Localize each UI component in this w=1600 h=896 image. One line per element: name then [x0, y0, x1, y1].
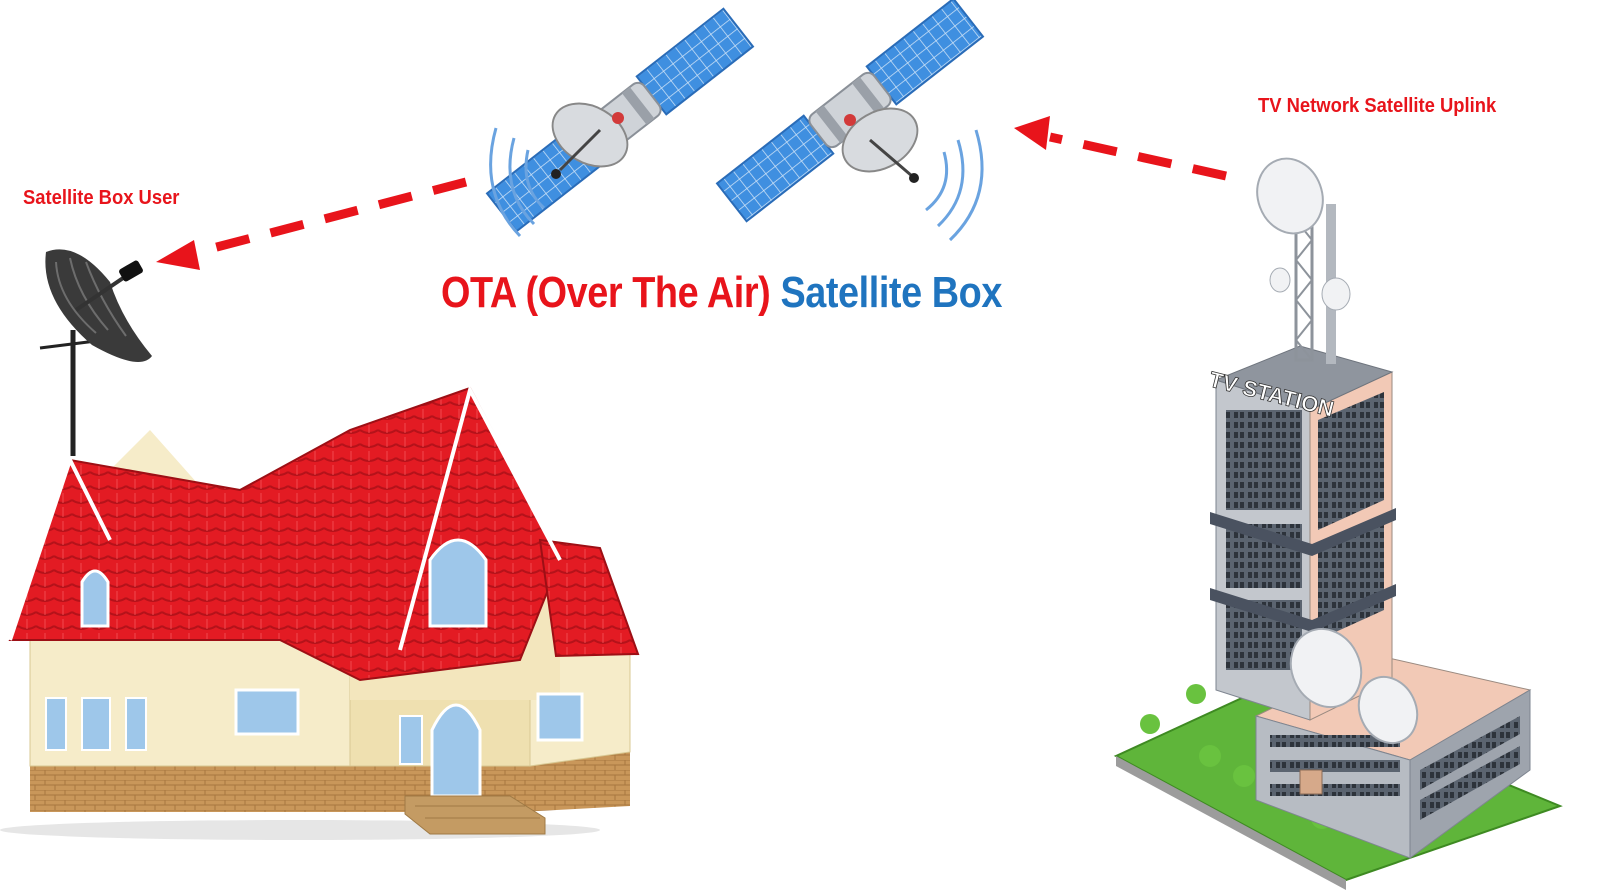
tv-station-icon: TV STATION — [1113, 157, 1563, 890]
tv-network-uplink-label: TV Network Satellite Uplink — [1258, 95, 1497, 117]
signal-waves-left — [489, 127, 546, 238]
satellite-left-icon — [485, 7, 755, 233]
house-icon — [0, 384, 640, 840]
satellite-right-icon — [715, 0, 985, 223]
signal-waves-right — [925, 129, 984, 242]
arrow-to-user — [156, 177, 468, 270]
arrow-from-uplink — [1014, 116, 1227, 181]
diagram-title: OTA (Over The Air) Satellite Box — [441, 268, 1002, 318]
title-part-satellite-box: Satellite Box — [780, 268, 1002, 317]
dish-antenna-icon — [39, 249, 152, 456]
title-part-ota: OTA (Over The Air) — [441, 268, 771, 317]
satellite-box-user-label: Satellite Box User — [23, 187, 180, 209]
